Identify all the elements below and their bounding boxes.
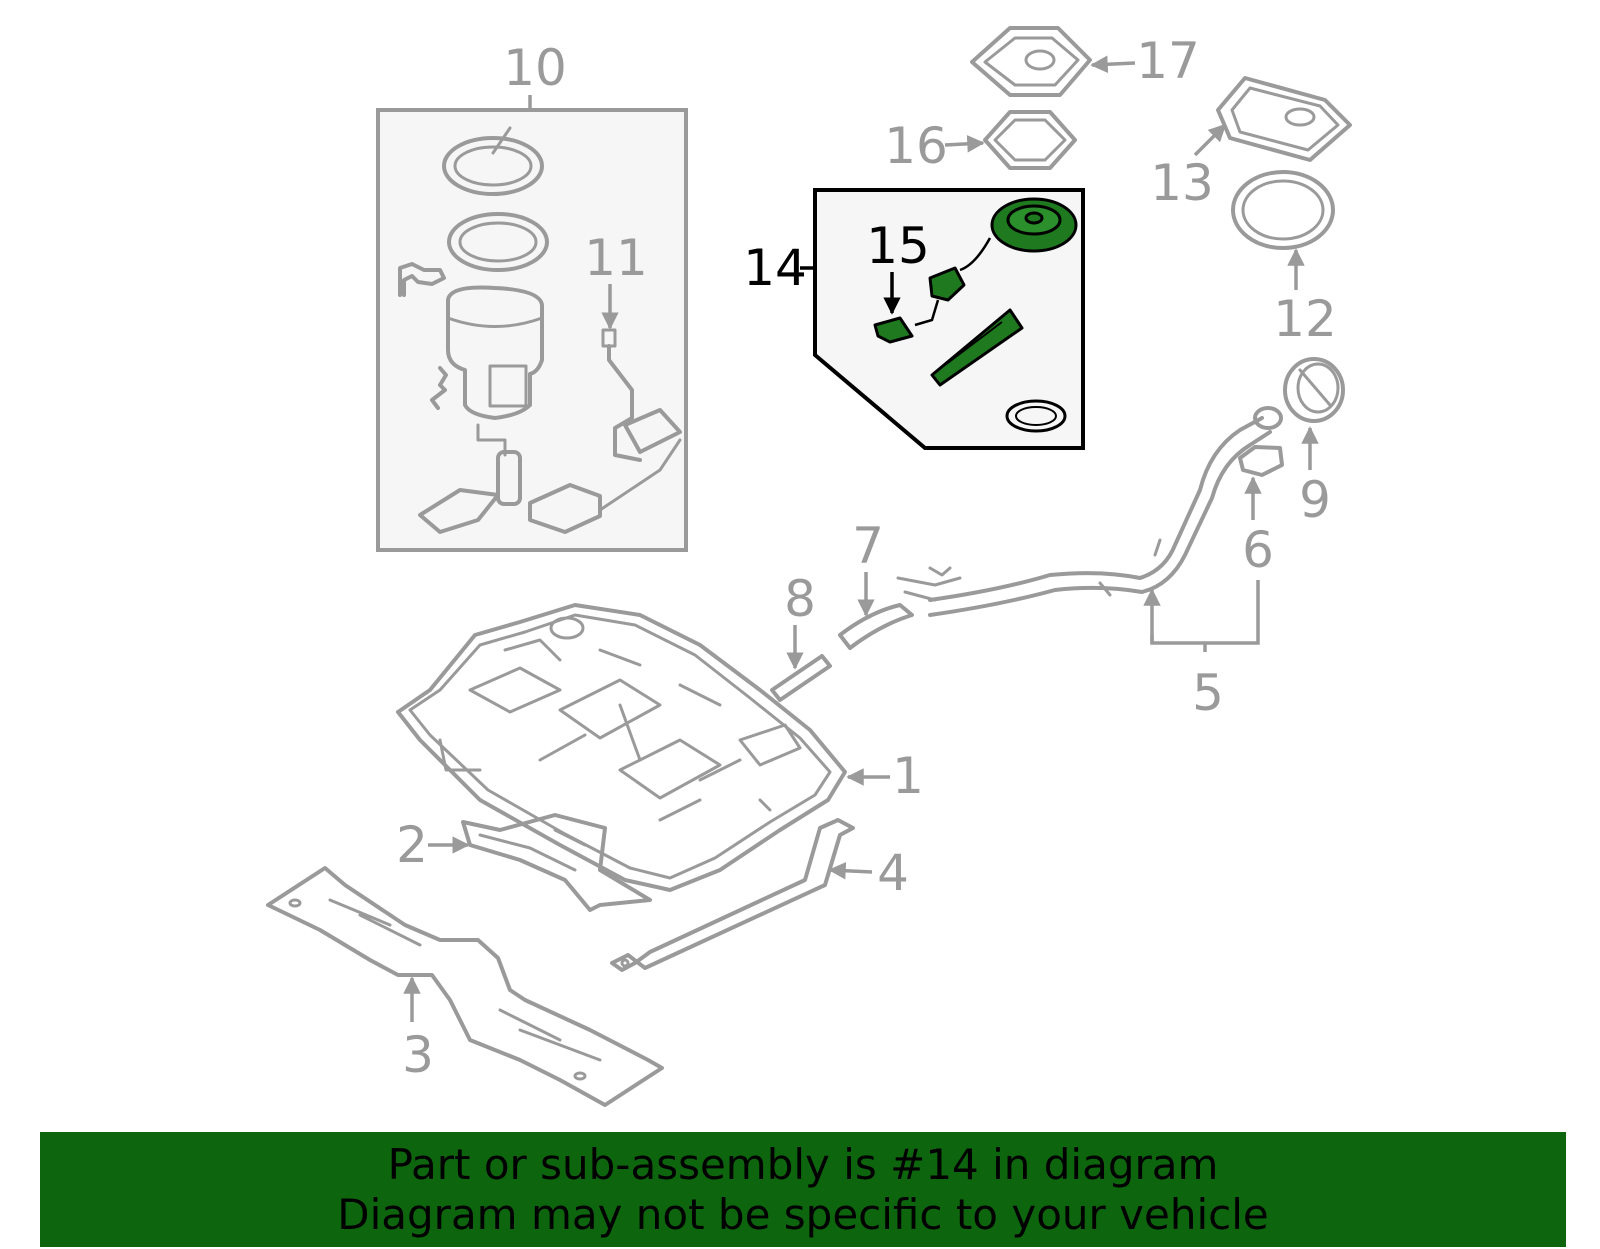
cover-13 xyxy=(1216,76,1352,162)
gasket-16 xyxy=(983,110,1077,170)
bracket-6 xyxy=(1238,445,1284,477)
callout-2[interactable]: 2 xyxy=(396,816,428,874)
fuel-tank-1 xyxy=(396,603,847,892)
callout-12[interactable]: 12 xyxy=(1273,290,1337,348)
callout-6[interactable]: 6 xyxy=(1242,521,1274,579)
callout-1[interactable]: 1 xyxy=(892,747,924,805)
pump-module-parts xyxy=(398,126,682,534)
callout-5-bracket xyxy=(1143,580,1260,652)
highlighted-assembly-box[interactable] xyxy=(800,188,1085,450)
banner-line-2: Diagram may not be specific to your vehi… xyxy=(337,1189,1269,1239)
tank-strap-4 xyxy=(610,818,855,972)
hose-8 xyxy=(770,654,832,702)
callout-10[interactable]: 10 xyxy=(503,39,567,97)
callout-4[interactable]: 4 xyxy=(877,844,909,902)
callout-17[interactable]: 17 xyxy=(1136,32,1200,90)
callout-13[interactable]: 13 xyxy=(1150,154,1214,212)
callout-14[interactable]: 14 xyxy=(743,239,807,297)
gasket-12 xyxy=(1231,170,1335,250)
callout-8[interactable]: 8 xyxy=(784,570,816,628)
heat-shield-2 xyxy=(461,813,652,912)
sender-unit-parts[interactable] xyxy=(873,197,1078,433)
hose-7 xyxy=(838,603,914,650)
filler-pipe xyxy=(896,406,1283,617)
callout-16[interactable]: 16 xyxy=(884,117,948,175)
callout-3[interactable]: 3 xyxy=(402,1026,434,1084)
callout-7[interactable]: 7 xyxy=(852,517,884,575)
info-banner: Part or sub-assembly is #14 in diagram D… xyxy=(40,1132,1566,1247)
under-shield-3 xyxy=(266,866,664,1107)
banner-line-1: Part or sub-assembly is #14 in diagram xyxy=(387,1139,1219,1189)
callout-9[interactable]: 9 xyxy=(1299,471,1331,529)
cover-17 xyxy=(970,26,1092,97)
fuel-cap-9 xyxy=(1283,357,1345,423)
callout-11[interactable]: 11 xyxy=(584,229,648,287)
callout-5[interactable]: 5 xyxy=(1192,664,1224,722)
callout-15[interactable]: 15 xyxy=(866,217,930,275)
